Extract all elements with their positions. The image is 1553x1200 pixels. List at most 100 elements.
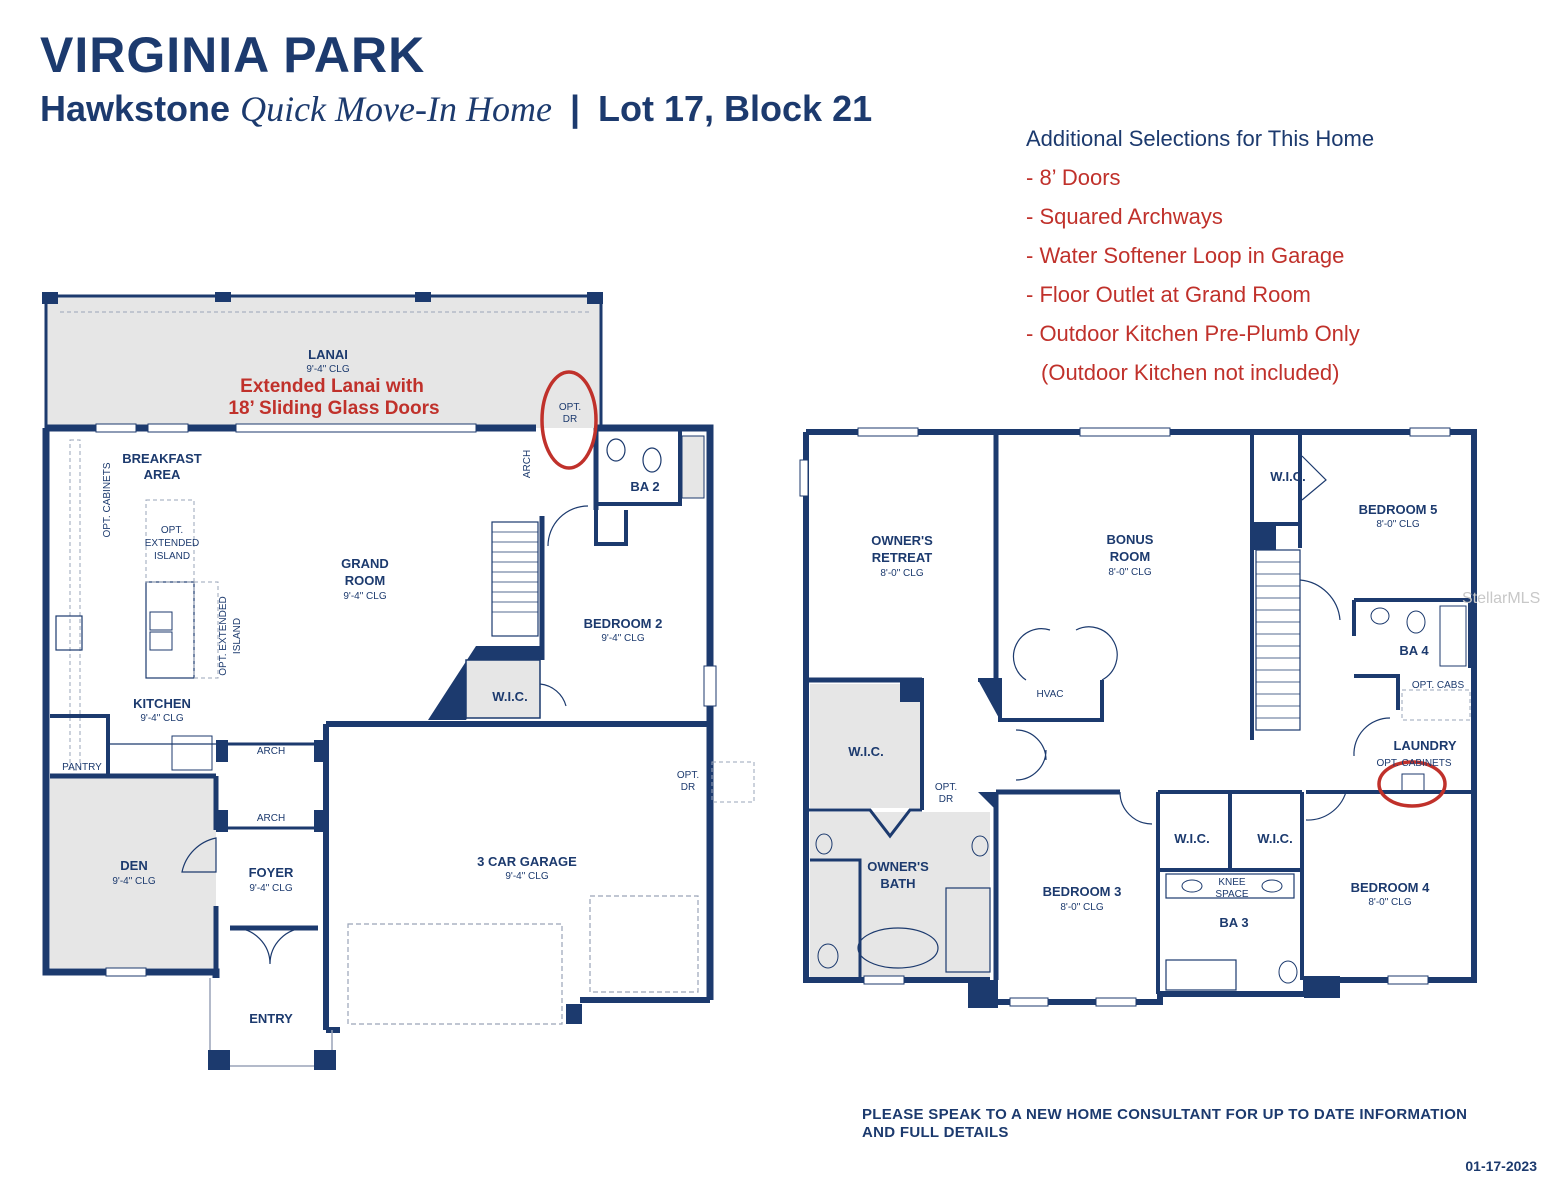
shower — [945, 887, 991, 973]
opt-island-extension — [145, 499, 195, 583]
window — [147, 423, 189, 433]
door-swing — [1299, 579, 1341, 621]
label-wic: W.I.C. — [848, 744, 883, 759]
stairs — [491, 521, 539, 637]
label-opt-island-2: OPT. EXTENDED — [218, 596, 229, 675]
sink — [971, 835, 989, 857]
door-swing — [1353, 717, 1391, 757]
sink — [1370, 607, 1390, 625]
label-bedroom4: BEDROOM 4 — [1351, 880, 1431, 895]
label-kitchen: KITCHEN — [133, 696, 191, 711]
sink — [149, 611, 173, 631]
label-grand-room: GRAND — [341, 556, 389, 571]
door-swing — [1119, 791, 1153, 825]
first-floor-plan: LANAI 9'-4" CLG Extended Lanai with 18’ … — [42, 292, 755, 1070]
closet-wall — [594, 510, 628, 546]
label-owners-bath: OWNER'S — [867, 859, 929, 874]
plan-name: Hawkstone — [40, 88, 231, 129]
label-opt-dr: DR — [563, 414, 577, 425]
lanai-callout: Extended Lanai with — [240, 376, 424, 397]
label-opt-island: ISLAND — [154, 551, 190, 562]
label-arch: ARCH — [522, 450, 533, 478]
sliding-door — [235, 423, 477, 433]
label-breakfast: AREA — [144, 467, 181, 482]
lot-block: Lot 17, Block 21 — [598, 88, 873, 129]
label-knee-space: SPACE — [1215, 889, 1248, 900]
label-bedroom5: BEDROOM 5 — [1359, 502, 1438, 517]
garage-door — [589, 895, 699, 993]
lanai-column — [415, 292, 431, 302]
community-title: VIRGINIA PARK — [40, 27, 426, 83]
label-bonus-room: ROOM — [1110, 549, 1150, 564]
label-ba4: BA 4 — [1399, 643, 1429, 658]
selection-item: - Water Softener Loop in Garage — [1026, 243, 1345, 268]
hvac-door-swing — [1012, 626, 1118, 681]
label-bedroom2: BEDROOM 2 — [584, 616, 663, 631]
arch-post — [216, 810, 228, 832]
label-opt-dr: OPT. — [677, 770, 699, 781]
window — [857, 427, 919, 437]
subtitle-separator: | — [569, 88, 581, 129]
wic-bed2 — [465, 659, 541, 719]
label-entry: ENTRY — [249, 1011, 293, 1026]
toilet — [1278, 960, 1298, 984]
label-opt-dr: OPT. — [559, 402, 581, 413]
window — [1095, 997, 1137, 1007]
label-opt-island: OPT. — [161, 525, 183, 536]
lanai-column — [215, 292, 231, 302]
window — [799, 459, 809, 497]
label-breakfast: BREAKFAST — [122, 451, 202, 466]
label-ba3: BA 3 — [1219, 915, 1248, 930]
owner-bath-area — [860, 812, 990, 978]
highlight-circle — [1377, 760, 1447, 808]
additional-selections: Additional Selections for This Home - 8’… — [1026, 126, 1374, 398]
label-knee-space: KNEE — [1218, 877, 1246, 888]
toilet — [1406, 610, 1426, 634]
home-type: Quick Move-In Home — [240, 89, 552, 129]
label-wic: W.I.C. — [1174, 831, 1209, 846]
stairs — [1255, 549, 1301, 731]
lanai-callout: 18’ Sliding Glass Doors — [228, 398, 439, 419]
label-owners-retreat: RETREAT — [872, 550, 932, 565]
tub — [1439, 605, 1467, 667]
window — [95, 423, 137, 433]
arch-post — [216, 740, 228, 762]
label-foyer: FOYER — [249, 865, 294, 880]
lanai-column — [42, 292, 58, 304]
opt-dr-outline — [711, 761, 755, 803]
opt-cabinets-outline — [69, 439, 81, 771]
stair-treads — [1256, 561, 1300, 719]
clg-garage: 9'-4" CLG — [505, 871, 548, 882]
window — [1009, 997, 1049, 1007]
window — [703, 665, 717, 707]
door-swing — [1305, 791, 1347, 821]
entry-outline — [209, 978, 333, 1067]
plan-subtitle: Hawkstone Quick Move-In Home | Lot 17, Blo… — [40, 88, 872, 130]
highlight-circle — [540, 370, 598, 470]
wall-block — [900, 678, 924, 702]
door-swing — [539, 683, 567, 707]
plan-date: 01-17-2023 — [1465, 1158, 1537, 1174]
label-bedroom3: BEDROOM 3 — [1043, 884, 1122, 899]
cooktop — [55, 615, 83, 651]
window — [1409, 427, 1451, 437]
entry-column — [314, 1050, 336, 1070]
label-owners-retreat: OWNER'S — [871, 533, 933, 548]
ba4-wall — [1354, 598, 1472, 668]
label-grand-room: ROOM — [345, 573, 385, 588]
sink — [606, 438, 626, 462]
clg-grand-room: 9'-4" CLG — [343, 591, 386, 602]
label-owners-bath: BATH — [880, 876, 915, 891]
label-opt-island-2: ISLAND — [232, 618, 243, 654]
label-wic: W.I.C. — [492, 689, 527, 704]
wall-block — [978, 792, 996, 810]
stair-treads — [492, 531, 538, 613]
second-floor-plan: OWNER'S RETREAT 8'-0" CLG BONUS ROOM 8'-… — [799, 427, 1477, 1008]
selection-item: - Squared Archways — [1026, 204, 1223, 229]
label-lanai: LANAI — [308, 347, 348, 362]
clg-foyer: 9'-4" CLG — [249, 883, 292, 894]
ba4-wall — [1354, 674, 1400, 710]
lanai-column — [587, 292, 603, 304]
label-opt-cabinets: OPT. CABINETS — [102, 462, 113, 537]
label-hvac: HVAC — [1036, 689, 1063, 700]
